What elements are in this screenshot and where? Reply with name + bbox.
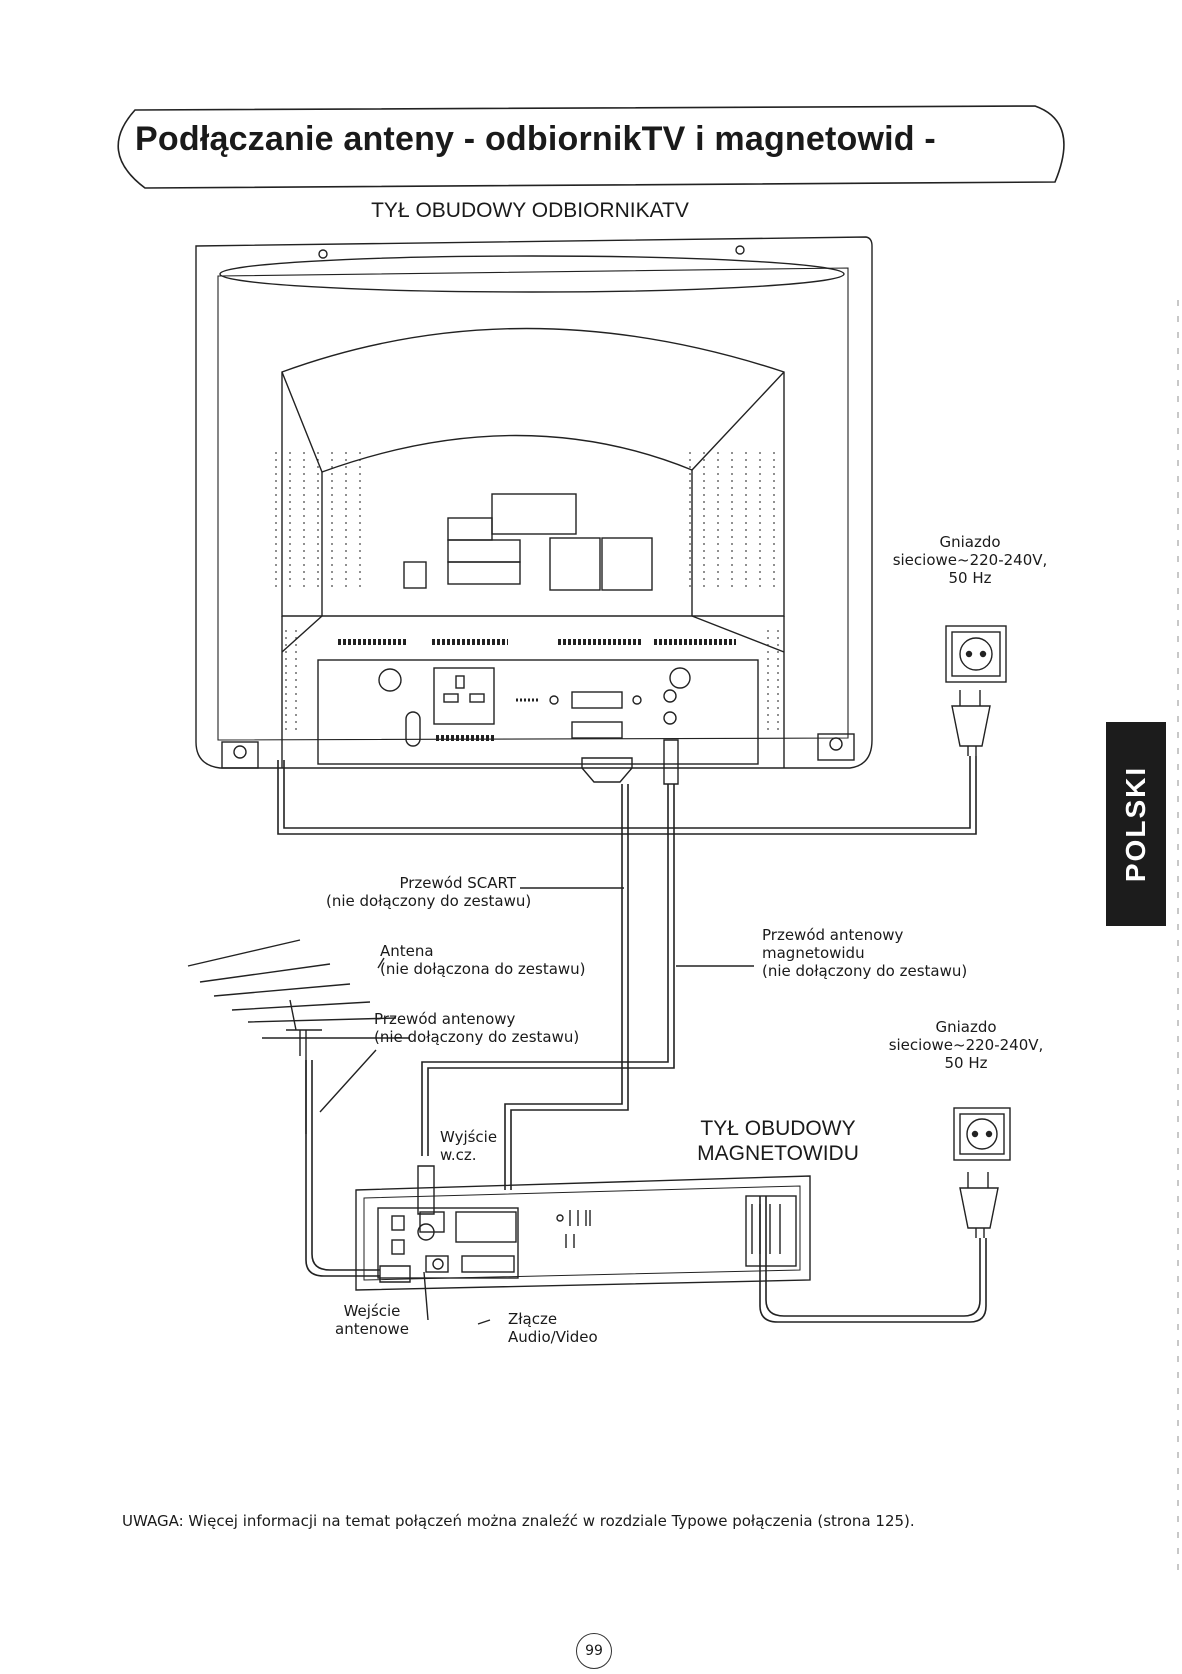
av-socket-label-line-2: Audio/Video xyxy=(508,1328,598,1346)
tv-mains-label-line-1: Gniazdo xyxy=(939,533,1001,551)
vcr-antenna-cable-label: Przewód antenowy magnetowidu (nie dołącz… xyxy=(762,926,967,980)
vcr-rear-cabinet xyxy=(355,1165,811,1291)
vcr-mains-socket-icon xyxy=(953,1107,1011,1161)
vcr-antenna-cable-label-line-3: (nie dołączony do zestawu) xyxy=(762,962,968,980)
scart-cable-label-line-2: (nie dołączony do zestawu) xyxy=(326,892,532,910)
vcr-mains-plug-icon xyxy=(959,1172,999,1238)
antenna-icon xyxy=(187,939,410,1277)
tv-mains-label: Gniazdo sieciowe~220-240V, 50 Hz xyxy=(880,533,1060,587)
tv-mains-label-line-2: sieciowe~220-240V, xyxy=(892,551,1048,569)
antenna-label-line-1: Antena xyxy=(380,942,434,960)
vcr-mains-label-line-3: 50 Hz xyxy=(944,1054,988,1072)
scart-cable-label-line-1: Przewód SCART xyxy=(399,874,516,892)
tv-mains-label-line-3: 50 Hz xyxy=(948,569,992,587)
antenna-cable-label-line-1: Przewód antenowy xyxy=(374,1010,516,1028)
antenna-input-label: Wejście antenowe xyxy=(326,1302,418,1338)
page-title: Podłączanie anteny - odbiornikTV i magne… xyxy=(135,120,936,158)
scart-cable-label: Przewód SCART (nie dołączony do zestawu) xyxy=(326,874,532,910)
tv-mains-socket-icon xyxy=(945,625,1007,683)
vcr-antenna-cable-label-line-2: magnetowidu xyxy=(762,944,865,962)
rf-output-label-line-1: Wyjście xyxy=(440,1128,498,1146)
antenna-label-line-2: (nie dołączona do zestawu) xyxy=(380,960,586,978)
tv-rear-heading: TYŁ OBUDOWY ODBIORNIKATV xyxy=(371,199,689,222)
vcr-mains-label-line-2: sieciowe~220-240V, xyxy=(888,1036,1044,1054)
vcr-mains-label: Gniazdo sieciowe~220-240V, 50 Hz xyxy=(876,1018,1056,1072)
rf-output-label: Wyjście w.cz. xyxy=(440,1128,497,1164)
antenna-input-label-line-1: Wejście xyxy=(343,1302,401,1320)
vcr-rear-heading: TYŁ OBUDOWY MAGNETOWIDU xyxy=(668,1116,888,1166)
av-socket-label-line-1: Złącze xyxy=(508,1310,558,1328)
language-side-tab-label: POLSKI xyxy=(1120,765,1152,883)
antenna-label: Antena (nie dołączona do zestawu) xyxy=(380,942,586,978)
antenna-input-label-line-2: antenowe xyxy=(335,1320,409,1338)
av-socket-label: Złącze Audio/Video xyxy=(508,1310,598,1346)
title-banner-frame xyxy=(117,105,1065,189)
vcr-antenna-cable-label-line-1: Przewód antenowy xyxy=(762,926,904,944)
tv-rear-cabinet xyxy=(195,236,873,769)
antenna-cable-label: Przewód antenowy (nie dołączony do zesta… xyxy=(374,1010,579,1046)
tv-mains-plug-icon xyxy=(951,690,991,756)
vcr-rear-heading-line-2: MAGNETOWIDU xyxy=(697,1142,859,1165)
language-side-tab: POLSKI xyxy=(1106,722,1166,926)
vcr-mains-label-line-1: Gniazdo xyxy=(935,1018,997,1036)
footnote: UWAGA: Więcej informacji na temat połącz… xyxy=(122,1512,915,1530)
page-number: 99 xyxy=(576,1633,612,1669)
vcr-rear-heading-line-1: TYŁ OBUDOWY xyxy=(700,1117,856,1140)
antenna-cable-label-line-2: (nie dołączony do zestawu) xyxy=(374,1028,580,1046)
rf-output-label-line-2: w.cz. xyxy=(440,1146,477,1164)
